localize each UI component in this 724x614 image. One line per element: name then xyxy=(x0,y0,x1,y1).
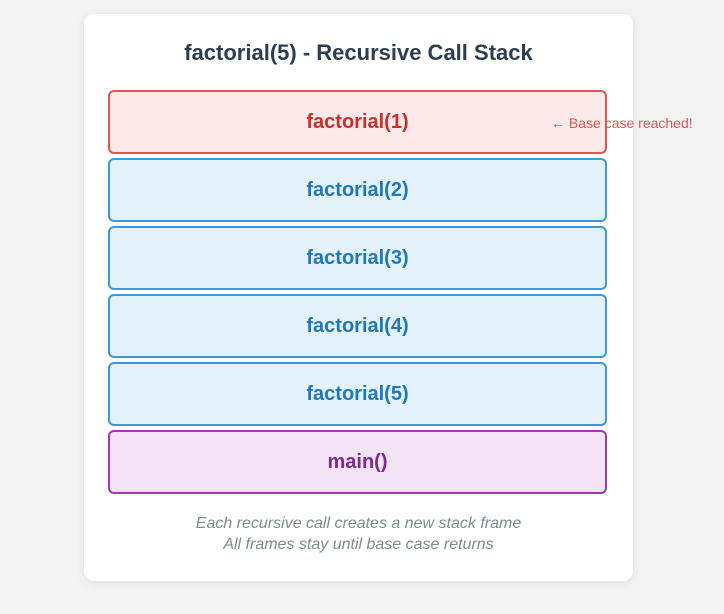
stack-frame-factorial-3: factorial(3) xyxy=(108,226,607,290)
diagram-title: factorial(5) - Recursive Call Stack xyxy=(184,40,533,65)
stack-frame-factorial-1: factorial(1) xyxy=(108,90,607,154)
stack-frame-main: main() xyxy=(108,430,607,494)
base-case-annotation: ← Base case reached! xyxy=(551,115,693,131)
stack-frame-factorial-2: factorial(2) xyxy=(108,158,607,222)
stack-frame-factorial-5: factorial(5) xyxy=(108,362,607,426)
caption-line-1: Each recursive call creates a new stack … xyxy=(195,515,522,532)
stack-frame-factorial-4: factorial(4) xyxy=(108,294,607,358)
caption-line-2: All frames stay until base case returns xyxy=(223,536,494,553)
call-stack-card: factorial(5) - Recursive Call Stack fact… xyxy=(84,14,633,581)
